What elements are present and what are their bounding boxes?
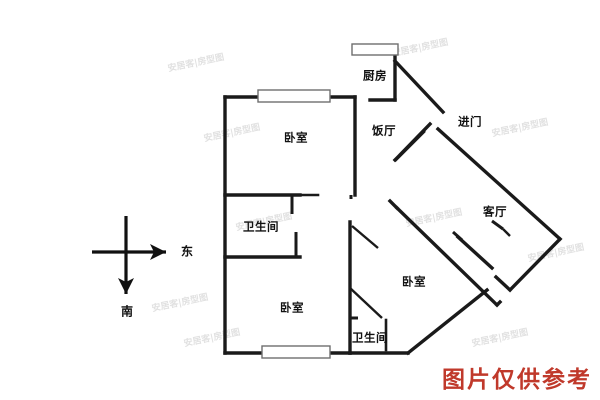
room-label-kitchen: 厨房 bbox=[363, 69, 387, 83]
room-label-bedroom-bottom-left: 卧室 bbox=[280, 301, 304, 315]
watermark-tile: 安居客|房型图 bbox=[471, 326, 530, 350]
room-label-bathroom-bottom: 卫生间 bbox=[352, 331, 388, 345]
window-group bbox=[257, 43, 399, 359]
compass-east-arrowhead bbox=[150, 244, 166, 260]
window-bedroom-top bbox=[257, 89, 331, 103]
compass-rose: 东 南 bbox=[92, 216, 193, 319]
compass-south-label: 南 bbox=[121, 304, 133, 319]
room-label-bedroom-top-left: 卧室 bbox=[284, 131, 308, 145]
room-label-bedroom-middle: 卧室 bbox=[402, 275, 426, 289]
compass-east-label: 东 bbox=[181, 244, 193, 259]
wall-group bbox=[223, 48, 563, 356]
wall-living-bottom-b bbox=[493, 274, 513, 293]
wall-middle-bedroom-right bbox=[455, 234, 495, 271]
watermark-tile: 安居客|房型图 bbox=[151, 291, 210, 315]
wall-angled-kitchen-entry bbox=[392, 58, 446, 115]
watermark-tile: 安居客|房型图 bbox=[491, 116, 550, 140]
compass-south-arrowhead bbox=[118, 278, 134, 294]
door-bedroom-middle bbox=[349, 287, 383, 319]
wall-living-left-diagonal bbox=[394, 205, 500, 308]
watermark-layer: 安居客|房型图安居客|房型图安居客|房型图安居客|房型图安居客|房型图安居客|房… bbox=[151, 36, 586, 350]
door-living-side bbox=[502, 228, 511, 237]
watermark-tile: 安居客|房型图 bbox=[203, 121, 262, 145]
room-label-living-room: 客厅 bbox=[482, 205, 507, 219]
watermark-tile: 安居客|房型图 bbox=[167, 51, 226, 75]
watermark-tile: 安居客|房型图 bbox=[183, 326, 242, 350]
watermark-tile: 安居客|房型图 bbox=[391, 36, 450, 60]
window-bedroom-bottom bbox=[261, 345, 331, 359]
disclaimer-text: 图片仅供参考 bbox=[442, 366, 592, 393]
room-label-dining-room: 饭厅 bbox=[371, 124, 396, 138]
wall-living-lower-right bbox=[507, 236, 563, 293]
door-dining-living bbox=[394, 130, 426, 162]
wall-living-upper-right bbox=[435, 126, 563, 242]
door-bathroom-left bbox=[351, 225, 379, 249]
wall-living-left-diagonal-b bbox=[494, 299, 503, 308]
door-group bbox=[349, 130, 511, 319]
room-label-bathroom-left: 卫生间 bbox=[243, 220, 279, 234]
door-jamb-middle-bedroom bbox=[452, 230, 463, 242]
door-jamb-living-right bbox=[491, 219, 504, 231]
window-kitchen bbox=[351, 43, 399, 56]
wall-living-bottom-diagonal bbox=[405, 287, 490, 356]
room-label-entrance: 进门 bbox=[458, 115, 482, 129]
